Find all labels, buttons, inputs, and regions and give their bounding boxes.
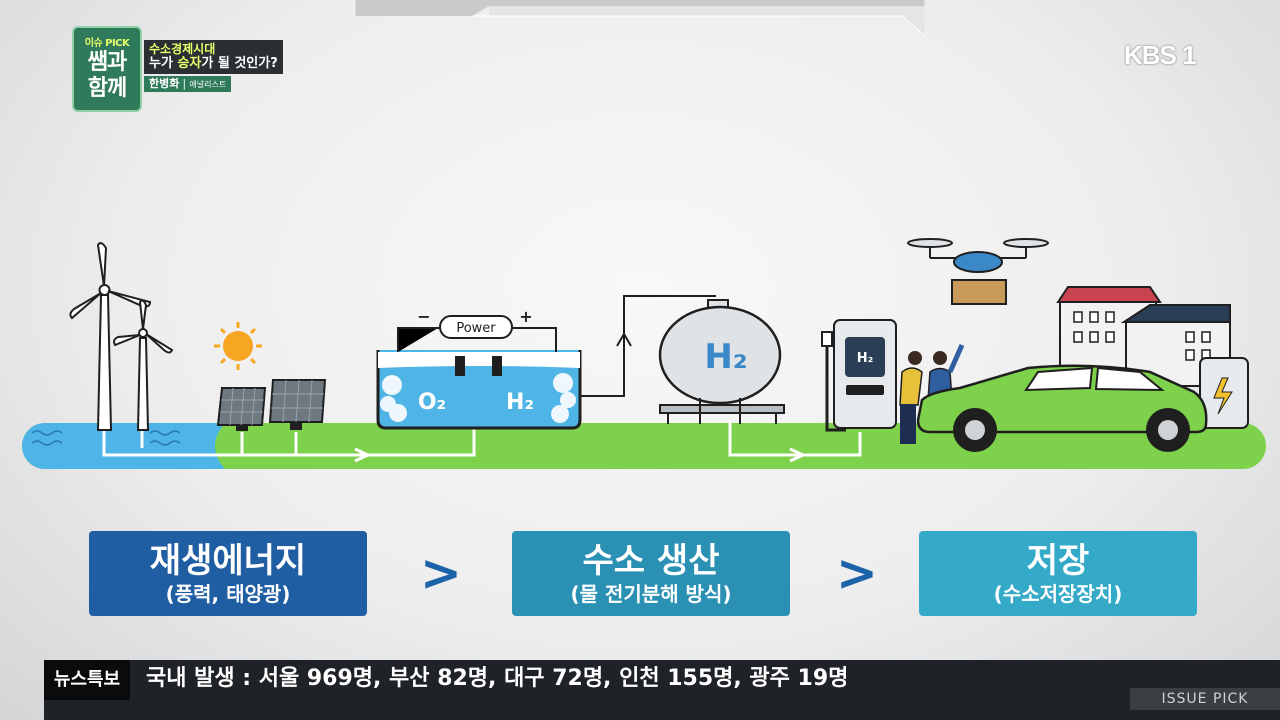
step-title: 재생에너지 [149,541,307,581]
drone-icon [907,238,1049,305]
h2-tank-label: H₂ [704,337,747,377]
chevron-right-icon: > [420,544,462,602]
step-hydrogen-production: 수소 생산 (물 전기분해 방식) [512,531,790,616]
sun-icon [214,322,262,370]
h2-electrolysis-label: H₂ [506,390,534,415]
step-title: 수소 생산 [582,541,720,581]
badge-line1: 쌤과 [87,50,127,75]
program-badge: 이슈 PICK 쌤과 함께 [72,26,142,112]
step-storage: 저장 (수소저장장치) [919,531,1197,616]
channel-logo: KBS 1 [1124,40,1197,70]
guest-caption: 한병화|애널리스트 [144,76,232,92]
guest-role: 애널리스트 [189,80,227,89]
hydrogen-pipe [580,295,716,397]
car-icon [916,364,1208,452]
badge-line2: 함께 [87,76,127,101]
minus-sign: − [417,307,430,326]
hydrogen-storage-tank [658,299,785,424]
badge-top-label: 이슈 PICK [84,38,130,49]
h2-station-label: H₂ [857,351,874,366]
issue-pick-tag: ISSUE PICK [1130,688,1280,710]
step-subtitle: (물 전기분해 방식) [570,582,732,606]
topic-line2-pre: 누가 [149,56,178,71]
chevron-right-icon: > [836,544,878,602]
step-renewable-energy: 재생에너지 (풍력, 태양광) [89,531,367,616]
topic-line2-highlight: 승자 [177,56,202,71]
ticker-text: 국내 발생 : 서울 969명, 부산 82명, 대구 72명, 인천 155명… [146,666,849,691]
buildings [1056,286,1249,429]
hydrogen-process-illustration: Power − + O₂ H₂ H₂ H₂ [22,238,1266,469]
power-label: Power [456,321,496,336]
topic-line2-post: 가 될 것인가? [201,56,278,71]
news-ticker-bar [44,660,1280,720]
topic-line1: 수소경제시대 [149,42,216,56]
topic-caption: 수소경제시대 누가 승자가 될 것인가? [144,40,283,74]
step-subtitle: (수소저장장치) [993,582,1123,606]
step-subtitle: (풍력, 태양광) [165,582,291,606]
step-title: 저장 [1026,541,1090,581]
pipes [102,420,862,463]
topic-line2: 누가 승자가 될 것인가? [149,56,278,72]
water-strip [22,423,225,469]
plus-sign: + [519,307,532,326]
water-waves [31,430,181,446]
top-frame [355,0,925,36]
electrolysis-tank [376,315,582,430]
ticker-label: 뉴스특보 [44,660,130,700]
o2-label: O₂ [418,390,446,415]
solar-panel-icon [216,379,327,431]
wind-turbine-icon [69,242,174,431]
charging-station [821,319,897,432]
guest-name: 한병화 [149,77,180,90]
